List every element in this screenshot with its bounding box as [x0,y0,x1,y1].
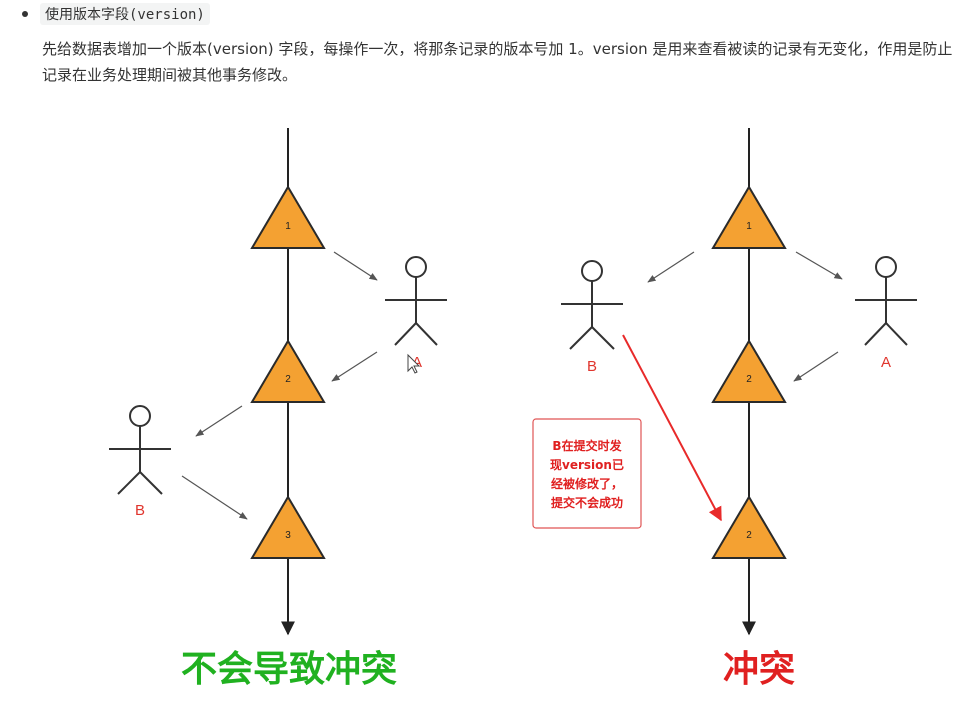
right-node-1: 1 [711,185,787,249]
right-arrow-a-to-2 [793,351,839,382]
right-arrow-1-to-b [647,251,695,283]
conflict-note-box [532,418,642,529]
left-arrow-2-to-b [195,405,243,437]
left-node-1: 1 [250,185,326,249]
right-actor-a [855,256,917,346]
right-node-3: 2 [711,495,787,559]
right-node-2: 2 [711,339,787,403]
left-actor-a-label: A [412,354,422,371]
left-node-3-label: 3 [285,530,291,541]
left-actor-b [109,405,171,495]
right-actor-b-label: B [587,358,597,375]
right-caption: 冲突 [723,649,795,690]
left-node-2-label: 2 [285,374,291,385]
right-node-1-label: 1 [746,221,752,232]
conflict-arrow [622,334,722,522]
left-node-1-label: 1 [285,221,291,232]
right-actor-a-label: A [881,354,891,371]
left-actor-a [385,256,447,346]
bullet-item: 使用版本字段(version) [22,3,210,25]
left-arrow-1-to-a [333,251,378,281]
right-node-2-label: 2 [746,374,752,385]
left-node-2: 2 [250,339,326,403]
left-diagram: 1 2 3 A B [109,128,447,690]
conflict-note-line-2: 现version已 [550,458,624,472]
conflict-note-line-1: B在提交时发 [552,438,622,453]
description-paragraph: 先给数据表增加一个版本(version) 字段，每操作一次，将那条记录的版本号加… [42,40,953,84]
right-diagram: 1 2 2 B A [532,128,917,690]
conflict-note: B在提交时发 现version已 经被修改了， 提交不会成功 [532,418,642,529]
left-arrow-a-to-2 [331,351,378,382]
bullet-dot [22,11,28,17]
left-actor-b-label: B [135,502,145,519]
right-node-3-label: 2 [746,530,752,541]
left-arrow-b-to-3 [181,475,248,520]
conflict-note-line-3: 经被修改了， [551,476,623,491]
left-node-3: 3 [250,495,326,559]
right-arrow-1-to-a [795,251,843,280]
conflict-note-line-4: 提交不会成功 [551,495,623,510]
inline-code: 使用版本字段(version) [40,3,210,25]
right-actor-b [561,260,623,350]
left-caption: 不会导致冲突 [181,649,397,690]
cursor-icon [407,353,421,374]
